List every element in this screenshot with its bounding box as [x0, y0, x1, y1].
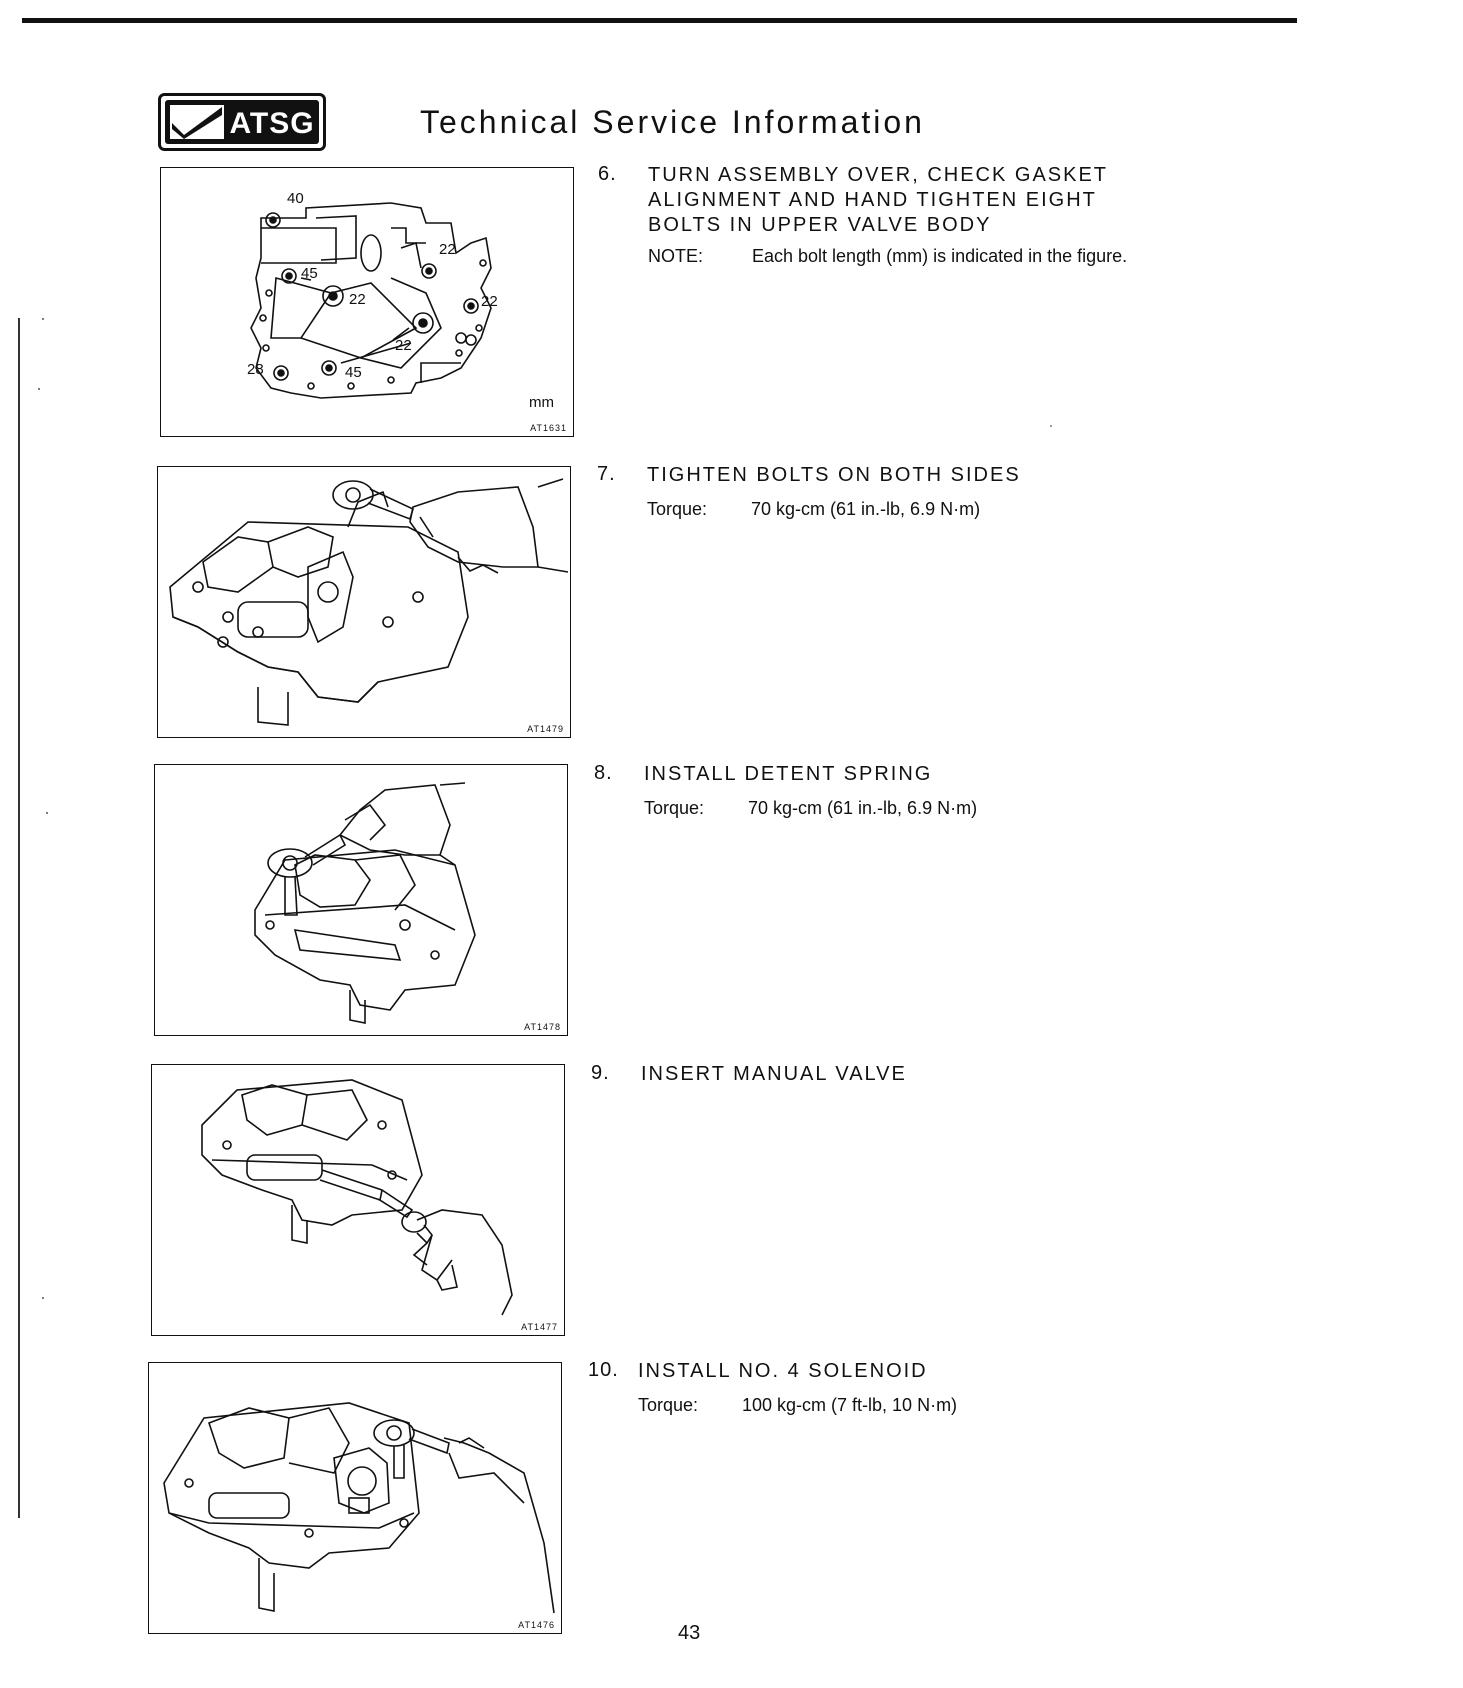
note-text: Each bolt length (mm) is indicated in th…	[752, 246, 1128, 266]
valve-body-solenoid-illustration-icon	[163, 1402, 555, 1614]
valve-body-manual-valve-illustration-icon	[201, 1079, 513, 1316]
valve-body-ratchet-illustration-icon	[169, 478, 569, 726]
figure-code: AT1476	[518, 1620, 555, 1630]
bolt-length-label: 45	[345, 364, 362, 381]
step-heading: INSTALL DETENT SPRING	[644, 763, 933, 785]
figure-detent-spring: AT1478	[154, 764, 568, 1036]
unit-label: mm	[529, 394, 554, 411]
page-title: Technical Service Information	[420, 104, 925, 140]
step-torque: Torque: 70 kg-cm (61 in.-lb, 6.9 N·m)	[644, 798, 977, 819]
figure-tighten-bolts: AT1479	[157, 466, 571, 738]
bolt-length-label: 22	[481, 293, 498, 310]
valve-body-detent-spring-illustration-icon	[254, 782, 476, 1024]
figure-bolt-diagram: 40 45 22 22 22 22 28 45 mm AT1631	[160, 167, 574, 437]
figure-code: AT1479	[527, 724, 564, 734]
figure-code: AT1477	[521, 1322, 558, 1332]
step-number: 9.	[591, 1062, 610, 1084]
step-heading: INSTALL NO. 4 SOLENOID	[638, 1360, 928, 1382]
svg-text:ATSG: ATSG	[229, 107, 314, 140]
page-number: 43	[678, 1622, 701, 1644]
left-margin-rule	[18, 318, 20, 1518]
step-6: 6. TURN ASSEMBLY OVER, CHECK GASKET ALIG…	[598, 163, 1238, 273]
step-number: 6.	[598, 163, 617, 185]
scan-speck	[42, 318, 44, 320]
scan-speck	[1050, 425, 1052, 427]
bolt-length-label: 22	[349, 291, 366, 308]
figure-code: AT1631	[530, 423, 567, 433]
step-torque: Torque: 100 kg-cm (7 ft-lb, 10 N·m)	[638, 1395, 957, 1416]
step-heading: TIGHTEN BOLTS ON BOTH SIDES	[647, 464, 1021, 486]
atsg-logo: ATSG	[158, 93, 326, 151]
step-9: 9. INSERT MANUAL VALVE	[591, 1062, 1231, 1102]
bolt-length-label: 22	[395, 337, 412, 354]
torque-label: Torque:	[647, 499, 708, 519]
figure-manual-valve: AT1477	[151, 1064, 565, 1336]
step-7: 7. TIGHTEN BOLTS ON BOTH SIDES Torque: 70…	[597, 463, 1237, 533]
bolt-length-label: 28	[247, 361, 264, 378]
scan-speck	[46, 812, 48, 814]
torque-label: Torque:	[638, 1395, 699, 1415]
bolt-length-label: 45	[301, 265, 318, 282]
top-rule	[22, 18, 1297, 23]
step-number: 10.	[588, 1359, 619, 1381]
scan-speck	[42, 1297, 44, 1299]
torque-value: 70 kg-cm (61 in.-lb, 6.9 N·m)	[748, 798, 978, 818]
torque-value: 100 kg-cm (7 ft-lb, 10 N·m)	[742, 1395, 958, 1415]
step-heading: INSERT MANUAL VALVE	[641, 1063, 907, 1085]
step-number: 8.	[594, 762, 613, 784]
step-number: 7.	[597, 463, 616, 485]
note-label: NOTE:	[648, 246, 704, 266]
step-note: NOTE: Each bolt length (mm) is indicated …	[648, 246, 1127, 267]
step-8: 8. INSTALL DETENT SPRING Torque: 70 kg-cm…	[594, 762, 1234, 832]
torque-value: 70 kg-cm (61 in.-lb, 6.9 N·m)	[751, 499, 981, 519]
step-heading: TURN ASSEMBLY OVER, CHECK GASKET ALIGNME…	[648, 164, 1108, 236]
torque-label: Torque:	[644, 798, 705, 818]
scan-speck	[38, 388, 40, 390]
bolt-length-label: 22	[439, 241, 456, 258]
step-10: 10. INSTALL NO. 4 SOLENOID Torque: 100 kg…	[588, 1359, 1228, 1429]
upper-valve-body-bolt-diagram-icon	[250, 202, 492, 399]
step-torque: Torque: 70 kg-cm (61 in.-lb, 6.9 N·m)	[647, 499, 980, 520]
figure-code: AT1478	[524, 1022, 561, 1032]
bolt-length-label: 40	[287, 190, 304, 207]
figure-solenoid: AT1476	[148, 1362, 562, 1634]
